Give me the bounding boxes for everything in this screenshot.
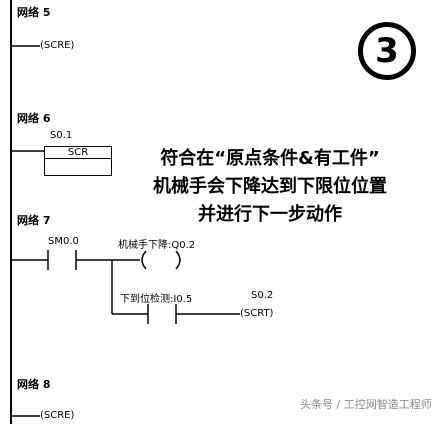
scr-block-name: SCR bbox=[45, 147, 111, 159]
network-5-scre-coil: (SCRE) bbox=[40, 40, 75, 51]
scr-block: SCR bbox=[44, 146, 112, 176]
q02-coil-right-arc bbox=[175, 250, 181, 270]
network-7-label: 网络 7 bbox=[17, 214, 51, 227]
q02-coil-left-arc bbox=[141, 250, 147, 270]
annotation-line-1: 符合在“原点条件&有工件” bbox=[160, 148, 380, 169]
network-8-label: 网络 8 bbox=[17, 378, 51, 391]
network-6-label: 网络 6 bbox=[17, 112, 51, 125]
s02-address-label: S0.2 bbox=[251, 290, 274, 301]
annotation-line-2: 机械手会下降达到下限位位置 bbox=[153, 176, 387, 197]
annotation-line-3: 并进行下一步动作 bbox=[198, 204, 342, 225]
i05-contact-label: 下到位检测:I0.5 bbox=[120, 294, 193, 305]
left-power-rail bbox=[10, 0, 12, 424]
scr-block-address: S0.1 bbox=[50, 130, 73, 141]
sm00-contact-label: SM0.0 bbox=[48, 236, 79, 247]
scrt-coil: (SCRT) bbox=[240, 308, 274, 319]
q02-coil-label: 机械手下降:Q0.2 bbox=[118, 240, 196, 251]
network-8-scre-coil: (SCRE) bbox=[40, 410, 75, 421]
watermark: 头条号 / 工控网智造工程师 bbox=[300, 398, 432, 411]
network-5-label: 网络 5 bbox=[17, 6, 51, 19]
step-number-badge: 3 bbox=[358, 22, 416, 80]
